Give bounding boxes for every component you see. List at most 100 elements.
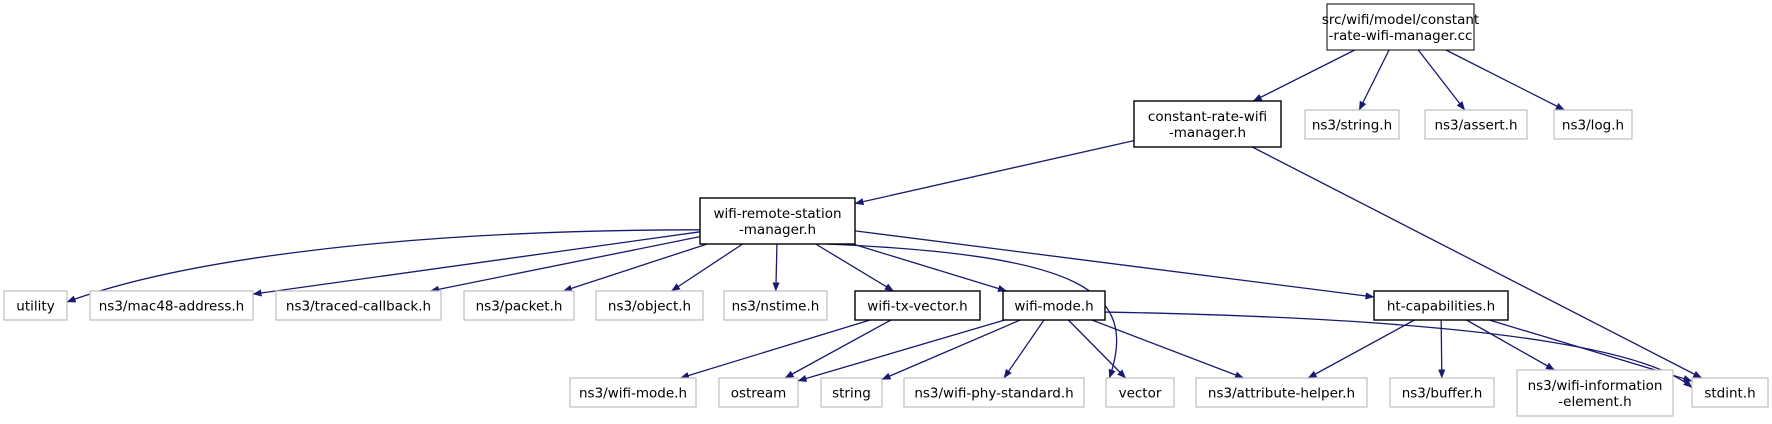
node-label: wifi-remote-station (713, 206, 841, 222)
node-box (1553, 109, 1633, 140)
node-label: wifi-mode.h (1014, 299, 1093, 315)
node-string: string (820, 377, 883, 408)
node-label: -element.h (1558, 394, 1631, 410)
edge-wrsm-to-mac48 (252, 231, 701, 297)
node-box (1373, 290, 1509, 321)
node-box (723, 290, 828, 321)
node-traced: ns3/traced-callback.h (275, 290, 442, 321)
node-label: ns3/object.h (608, 299, 691, 315)
node-box (718, 377, 799, 408)
edge-wtxv-to-ns3-wifimode (679, 319, 871, 379)
node-wrsm[interactable]: wifi-remote-station-manager.h (699, 197, 856, 245)
node-nstime: ns3/nstime.h (723, 290, 828, 321)
node-packet: ns3/packet.h (463, 290, 575, 321)
node-box (569, 377, 697, 408)
node-stdint: stdint.h (1691, 377, 1769, 408)
edge-wrsm-to-htcap (854, 230, 1375, 300)
edge-wmode-to-attr (1091, 319, 1245, 379)
edge-root-to-ns3-log (1445, 49, 1565, 111)
node-box (699, 197, 856, 245)
node-label: ns3/log.h (1562, 118, 1624, 134)
node-buffer: ns3/buffer.h (1389, 377, 1495, 408)
node-label: -rate-wifi-manager.cc (1329, 28, 1473, 44)
node-label: ns3/traced-callback.h (286, 299, 431, 315)
node-box (1195, 377, 1368, 408)
node-box (275, 290, 442, 321)
node-root[interactable]: src/wifi/model/constant-rate-wifi-manage… (1322, 3, 1479, 51)
edge-wrsm-to-traced (429, 235, 701, 293)
edge-htcap-to-attr (1307, 319, 1415, 379)
node-phystd: ns3/wifi-phy-standard.h (903, 377, 1085, 408)
node-ns3-string: ns3/string.h (1304, 109, 1400, 140)
node-box (1424, 109, 1528, 140)
node-box (463, 290, 575, 321)
node-box (903, 377, 1085, 408)
node-wmode[interactable]: wifi-mode.h (1002, 290, 1106, 321)
edge-wrsm-to-nstime (772, 243, 780, 292)
edge-root-to-crwm (1252, 49, 1356, 102)
edge-wrsm-to-wtxv (815, 243, 894, 292)
edge-crwm-to-wrsm (854, 139, 1135, 206)
node-label: ns3/attribute-helper.h (1208, 386, 1355, 402)
node-box (1133, 100, 1282, 148)
edge-wtxv-to-ostream (784, 319, 892, 379)
edge-wmode-to-phystd (1003, 319, 1045, 379)
edge-wmode-to-string (881, 319, 1021, 380)
node-label: ns3/string.h (1312, 118, 1392, 134)
node-label: string (832, 386, 871, 402)
node-box (595, 290, 704, 321)
node-label: ns3/nstime.h (732, 299, 820, 315)
node-box (1002, 290, 1106, 321)
node-crwm[interactable]: constant-rate-wifi-manager.h (1133, 100, 1282, 148)
node-label: ns3/assert.h (1434, 118, 1517, 134)
node-ns3-assert: ns3/assert.h (1424, 109, 1528, 140)
node-box (820, 377, 883, 408)
edge-wrsm-to-wmode (852, 243, 1007, 292)
node-label: ns3/buffer.h (1402, 386, 1483, 402)
node-label: -manager.h (1169, 125, 1246, 141)
node-box (1326, 3, 1475, 51)
node-label: ns3/mac48-address.h (99, 299, 245, 315)
edge-wrsm-to-utility (66, 229, 701, 303)
node-label: -manager.h (739, 222, 816, 238)
node-wifiinfo: ns3/wifi-information-element.h (1516, 369, 1674, 417)
node-utility: utility (3, 290, 68, 321)
edge-wrsm-to-packet (562, 243, 708, 292)
node-ns3-wifimode: ns3/wifi-mode.h (569, 377, 697, 408)
node-vector: vector (1105, 377, 1175, 408)
edge-root-to-ns3-assert (1417, 49, 1466, 111)
node-label: utility (16, 299, 54, 315)
edge-wrsm-to-object (671, 243, 744, 292)
node-htcap[interactable]: ht-capabilities.h (1373, 290, 1509, 321)
edge-wmode-to-vector (1067, 319, 1127, 379)
edge-wrsm-to-vector (826, 243, 1118, 379)
node-box (1304, 109, 1400, 140)
node-label: stdint.h (1704, 386, 1755, 402)
node-label: vector (1119, 386, 1162, 402)
node-wtxv[interactable]: wifi-tx-vector.h (854, 290, 981, 321)
node-box (854, 290, 981, 321)
edge-htcap-to-buffer (1438, 319, 1446, 379)
node-ostream: ostream (718, 377, 799, 408)
node-label: ostream (731, 386, 787, 402)
node-label: ns3/wifi-phy-standard.h (914, 386, 1073, 402)
node-box (3, 290, 68, 321)
edge-root-to-ns3-string (1358, 49, 1390, 111)
node-ns3-log: ns3/log.h (1553, 109, 1633, 140)
node-label: constant-rate-wifi (1148, 109, 1267, 125)
node-box (1691, 377, 1769, 408)
node-mac48: ns3/mac48-address.h (89, 290, 254, 321)
node-label: ns3/wifi-mode.h (579, 386, 687, 402)
edge-wmode-to-ostream (797, 319, 1005, 382)
node-box (1105, 377, 1175, 408)
edge-htcap-to-wifiinfo (1466, 319, 1555, 371)
node-label: ht-capabilities.h (1387, 299, 1495, 315)
node-box (89, 290, 254, 321)
node-label: ns3/packet.h (476, 299, 563, 315)
node-box (1389, 377, 1495, 408)
node-label: src/wifi/model/constant (1322, 12, 1479, 28)
node-object: ns3/object.h (595, 290, 704, 321)
node-attr: ns3/attribute-helper.h (1195, 377, 1368, 408)
node-label: wifi-tx-vector.h (867, 299, 967, 315)
